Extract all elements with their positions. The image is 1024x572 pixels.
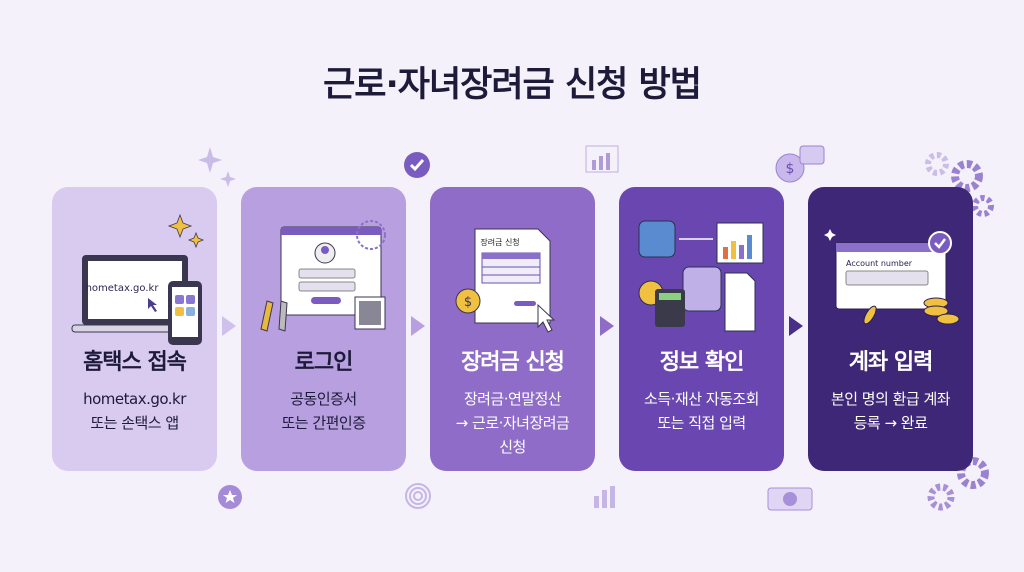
database-icon	[638, 220, 764, 332]
step-title: 로그인	[294, 350, 354, 375]
application-form-icon: 장려금 신청 $	[455, 228, 556, 333]
sparkle-icon	[198, 147, 236, 187]
step-title: 장려금 신청	[461, 350, 565, 375]
fingerprint-icon	[405, 483, 431, 509]
star-badge-icon	[218, 485, 242, 509]
gears-icon	[927, 457, 989, 511]
checkmark-badge-icon	[404, 152, 430, 178]
step-title: 정보 확인	[659, 350, 745, 375]
step-arrow	[789, 316, 803, 336]
step-arrow	[600, 316, 614, 336]
svg-text:Account number: Account number	[846, 259, 913, 268]
gears-icon	[925, 152, 994, 217]
bar-chart-icon	[594, 486, 615, 508]
step-title: 계좌 입력	[848, 350, 934, 375]
page-title: 근로·자녀장려금 신청 방법	[323, 65, 702, 105]
account-form-icon: Account number	[824, 229, 960, 325]
step-arrow	[222, 316, 236, 336]
svg-text:장려금 신청: 장려금 신청	[480, 237, 519, 247]
step-arrow	[411, 316, 425, 336]
login-window-icon	[260, 220, 386, 332]
banknote-icon	[767, 487, 813, 511]
laptop-phone-icon: hometax.go.kr	[71, 213, 205, 345]
svg-text:$: $	[464, 295, 472, 310]
step-title: 홈택스 접속	[83, 350, 187, 375]
svg-text:$: $	[786, 161, 795, 177]
chart-icon	[585, 145, 619, 173]
svg-text:hometax.go.kr: hometax.go.kr	[86, 283, 160, 294]
money-icon: $	[775, 145, 825, 183]
